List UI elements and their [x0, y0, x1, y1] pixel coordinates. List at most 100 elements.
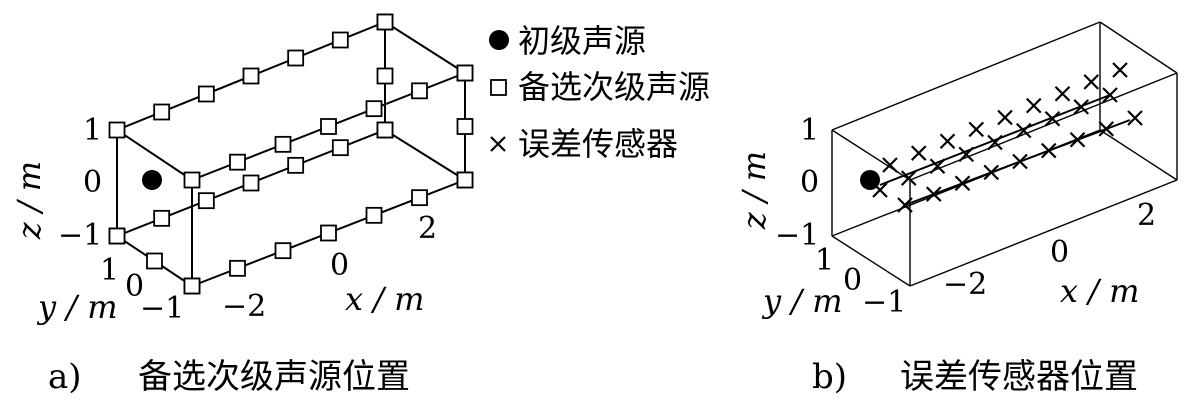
panel-a-caption: 备选次级声源位置 — [138, 357, 410, 397]
error-sensor-marker — [958, 146, 975, 163]
error-sensor-marker — [1069, 131, 1086, 148]
panel-a-plot: 1 0 −1 z / m 1 0 −1 y / m −2 0 2 x / m a… — [10, 13, 474, 397]
error-sensor-marker — [910, 145, 927, 161]
panel-a-z-tick-m1: −1 — [58, 218, 102, 253]
panel-b-primary-source — [860, 170, 880, 190]
secondary-source-marker — [320, 224, 337, 242]
panel-a-z-tick-0: 0 — [83, 165, 102, 200]
error-sensor-marker — [983, 164, 1000, 181]
error-sensor-marker — [1040, 142, 1057, 159]
panel-b-z-tick-1: 1 — [800, 113, 819, 148]
error-sensor-marker — [929, 158, 946, 175]
error-sensor-marker — [1098, 121, 1115, 137]
secondary-source-marker — [242, 67, 260, 85]
panel-b-error-sensors — [872, 62, 1143, 213]
secondary-source-marker — [376, 13, 394, 31]
error-sensor-marker — [1015, 122, 1032, 139]
error-sensor-marker — [1083, 74, 1100, 90]
error-sensor-marker — [1012, 153, 1028, 170]
panel-a-tag: a) — [48, 357, 82, 397]
error-sensor-marker — [997, 109, 1013, 126]
edge — [384, 21, 466, 74]
secondary-source-marker — [197, 192, 215, 210]
panel-a-x-tick-0: 0 — [330, 248, 349, 283]
secondary-source-marker — [320, 118, 337, 135]
secondary-source-marker — [411, 82, 428, 100]
panel-a-x-tick-m2: −2 — [222, 289, 266, 324]
error-sensor-marker — [1025, 97, 1042, 114]
secondary-source-marker — [456, 64, 474, 82]
panel-a-secondary-sources — [108, 13, 474, 295]
secondary-source-marker — [274, 135, 292, 153]
error-sensor-marker — [882, 157, 898, 173]
secondary-source-marker — [108, 227, 126, 245]
panel-b-x-tick-m2: −2 — [943, 267, 987, 302]
legend-secondary-label: 备选次级声源 — [518, 68, 710, 106]
panel-b-x-tick-2: 2 — [1137, 198, 1156, 233]
edge — [1099, 129, 1178, 181]
panel-a-primary-source — [142, 170, 162, 190]
error-sensor-marker — [1112, 62, 1128, 78]
panel-b-y-tick-1: 1 — [815, 243, 834, 278]
secondary-source-marker — [153, 103, 171, 121]
panel-a-y-tick-1: 1 — [100, 253, 119, 288]
secondary-source-marker — [229, 153, 246, 171]
error-sensor-marker — [1044, 110, 1061, 127]
secondary-source-marker — [197, 85, 215, 103]
error-sensor-marker — [900, 170, 917, 186]
panel-a-y-tick-0: 0 — [125, 269, 144, 304]
panel-b-caption: 误差传感器位置 — [900, 357, 1138, 397]
panel-b-x-tick-0: 0 — [1050, 235, 1069, 270]
secondary-source-marker — [229, 259, 246, 277]
secondary-source-marker — [153, 209, 171, 227]
panel-b-y-tick-0: 0 — [843, 263, 862, 298]
secondary-source-marker — [242, 174, 260, 192]
panel-b-z-tick-m1: −1 — [775, 218, 819, 253]
secondary-source-marker — [376, 67, 394, 85]
error-sensor-marker — [939, 133, 956, 150]
panel-a-z-tick-1: 1 — [83, 113, 102, 148]
error-sensor-marker — [968, 121, 985, 138]
secondary-source-marker — [274, 242, 292, 260]
error-sensor-marker — [1127, 110, 1143, 126]
panel-b-z-tick-0: 0 — [800, 165, 819, 200]
secondary-source-marker — [411, 189, 428, 207]
edge — [384, 129, 466, 181]
panel-b-x-label: x / m — [1060, 272, 1140, 310]
panel-b-tag: b) — [812, 357, 847, 397]
error-sensor-marker — [1054, 85, 1071, 102]
legend-primary-marker — [489, 30, 509, 50]
legend: 初级声源 备选次级声源 误差传感器 — [489, 22, 710, 163]
edge — [831, 235, 911, 287]
panel-a-x-label: x / m — [345, 280, 425, 318]
secondary-source-marker — [331, 31, 349, 49]
panel-a-x-tick-2: 2 — [418, 211, 437, 246]
secondary-source-marker — [456, 118, 474, 135]
secondary-source-marker — [183, 171, 201, 189]
error-sensor-marker — [987, 134, 1003, 151]
edge — [909, 179, 1178, 287]
panel-a-z-label: z / m — [10, 161, 48, 240]
edge — [909, 72, 1178, 181]
edge — [1099, 21, 1178, 74]
secondary-source-marker — [365, 100, 383, 118]
error-sensor-marker — [925, 186, 942, 202]
panel-a-y-label: y / m — [36, 288, 118, 326]
panel-b-y-label: y / m — [761, 282, 843, 320]
edge — [116, 129, 193, 181]
secondary-source-marker — [287, 156, 305, 174]
secondary-source-marker — [376, 121, 394, 139]
secondary-source-marker — [146, 252, 163, 270]
edge — [831, 21, 1101, 131]
legend-secondary-marker — [490, 79, 507, 96]
secondary-source-marker — [456, 171, 474, 189]
panel-b-y-tick-m1: −1 — [862, 285, 906, 320]
panel-b-plot: 1 0 −1 z / m 1 0 −1 y / m −2 0 2 x / m b… — [735, 21, 1178, 397]
secondary-source-marker — [365, 206, 383, 224]
legend-sensor-marker — [490, 136, 506, 152]
panel-b-z-label: z / m — [735, 151, 773, 230]
secondary-source-marker — [183, 277, 201, 295]
legend-sensor-label: 误差传感器 — [518, 125, 678, 163]
legend-primary-label: 初级声源 — [518, 22, 646, 60]
